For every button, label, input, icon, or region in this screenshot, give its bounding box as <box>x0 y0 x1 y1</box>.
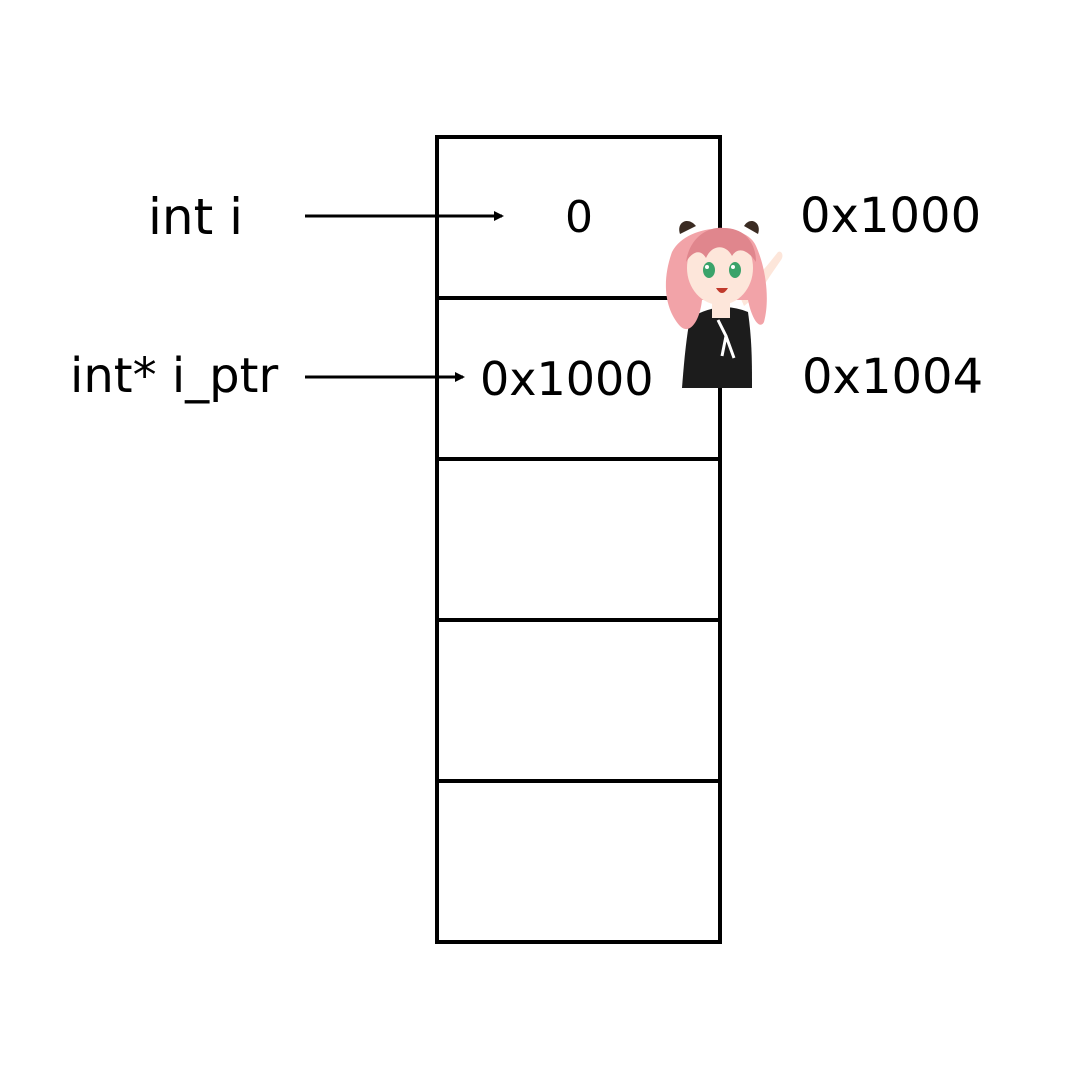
cell-value-1: 0x1000 <box>480 356 654 402</box>
address-label-0: 0x1000 <box>800 192 981 240</box>
variable-name-int-ptr: int* i_ptr <box>70 352 278 400</box>
variable-name-int-i: int i <box>148 192 243 242</box>
cell-value-0: 0 <box>565 196 593 240</box>
anime-girl-pointing-icon <box>666 221 783 388</box>
address-label-1: 0x1004 <box>802 353 983 401</box>
